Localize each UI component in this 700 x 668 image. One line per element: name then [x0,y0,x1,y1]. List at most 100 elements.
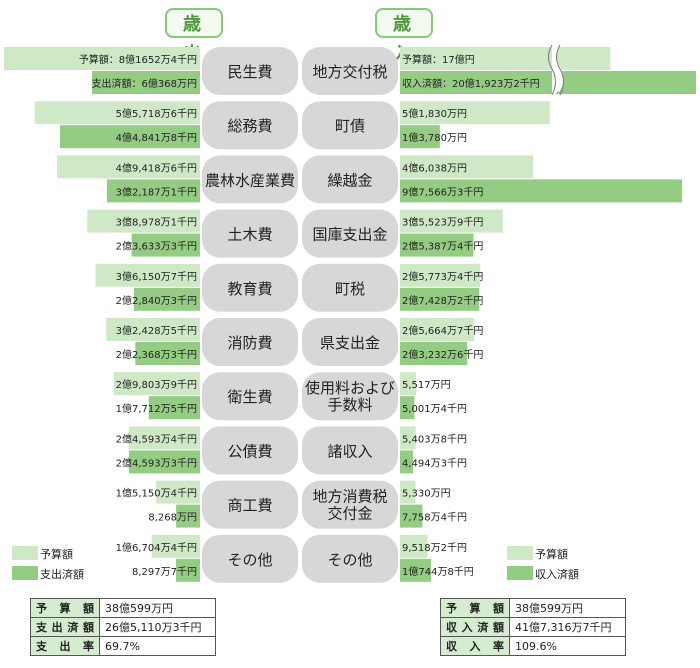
expenditure-actual-label: 2億2,368万3千円 [116,348,197,361]
revenue-budget-bar [400,209,503,233]
expenditure-actual-label: 3億2,187万1千円 [116,185,197,198]
revenue-category-pill [302,263,398,312]
revenue-budget-label: 5,403万8千円 [402,433,467,445]
expenditure-budget-bar [87,209,200,233]
expenditure-budget-label: 4億9,418万6千円 [116,161,197,174]
revenue-category-label: 県支出金 [320,334,380,352]
revenue-category-pill [302,534,398,583]
expenditure-category-pill [202,534,298,583]
revenue-category-label: 地方交付税 [312,63,387,81]
summary-value: 38億599万円 [509,598,626,618]
revenue-category-label-line: 手数料 [327,396,372,414]
revenue-budget-bar [400,318,475,341]
revenue-budget-label: 9,518万2千円 [402,542,467,554]
revenue-actual-bar [400,71,696,94]
revenue-actual-bar [400,396,415,420]
expenditure-category-pill [202,209,298,258]
expenditure-actual-label: 4億4,841万8千円 [116,131,197,144]
revenue-category-label: 町税 [335,280,365,298]
expenditure-actual-bar [60,125,200,149]
summary-value: 38億599万円 [99,598,216,618]
expenditure-budget-bar [128,426,200,450]
expenditure-budget-bar [151,534,200,558]
expenditure-actual-label: 2億2,840万3千円 [116,294,197,307]
summary-value: 109.6% [509,636,626,656]
revenue-category-label: 諸収入 [327,442,372,460]
expenditure-actual-bar [176,504,200,528]
revenue-category-label: 使用料および手数料 [305,379,395,414]
revenue-budget-label: 2億5,664万7千円 [402,324,483,337]
expenditure-category-label: 商工費 [227,497,272,515]
expenditure-actual-bar [135,342,200,365]
expenditure-budget-label: 5億5,718万6千円 [116,107,197,120]
summary-label: 予算額 [440,598,510,618]
revenue-actual-bar [400,558,432,582]
expenditure-budget-bar [106,318,200,341]
revenue-actual-bar [400,504,423,528]
table-row: 予算額 38億599万円 [440,598,626,618]
revenue-category-pill [302,209,398,258]
revenue-budget-bar [400,263,481,287]
revenue-budget-bar [400,372,416,396]
revenue-budget-label: 5,517万円 [402,380,451,391]
revenue-budget-bar [400,480,416,504]
legend-left-actual-swatch [12,566,38,580]
expenditure-actual-bar [148,396,200,420]
expenditure-category-label: 土木費 [227,226,272,244]
revenue-actual-label: 9億7,566万3千円 [402,185,483,198]
revenue-actual-label: 2億3,232万6千円 [402,348,483,361]
expenditure-category-pill [202,318,298,366]
expenditure-actual-bar [131,233,200,257]
revenue-category-pill [302,155,398,204]
expenditure-budget-label: 2億9,803万9千円 [116,378,197,391]
revenue-category-label: 国庫支出金 [312,226,387,244]
expenditure-actual-label: 2億3,633万3千円 [116,240,197,253]
legend-right-budget-label: 予算額 [535,548,568,561]
expenditure-category-label: 教育費 [227,280,272,298]
revenue-category-label: 繰越金 [327,171,372,189]
revenue-actual-label: 5,001万4千円 [402,403,467,415]
revenue-budget-bar [400,534,428,558]
expenditure-budget-bar [113,372,200,396]
revenue-category-label: その他 [327,551,372,569]
revenue-category-label: 地方消費税交付金 [312,488,387,523]
expenditure-category-label: 農林水産業費 [205,171,295,189]
revenue-category-pill [302,480,398,529]
expenditure-category-pill [202,155,298,204]
revenue-category-pill [302,101,398,150]
revenue-category-label-line: 使用料および [305,379,395,397]
expenditure-category-label: 総務費 [227,117,272,135]
expenditure-budget-label: 3億6,150万7千円 [116,270,197,283]
table-row: 支出済額 26億5,110万3千円 [30,617,216,637]
expenditure-actual-bar [106,179,200,203]
axis-break-line [548,44,556,96]
legend-right-actual-swatch [507,566,533,580]
summary-value: 26億5,110万3千円 [99,617,216,637]
revenue-category-pill [302,372,398,421]
expenditure-category-pill [202,263,298,312]
expenditure-actual-label: 8,268万円 [148,513,197,524]
summary-label: 収入率 [440,636,510,656]
revenue-actual-bar [400,450,413,474]
revenue-budget-label: 5,330万円 [402,489,451,500]
revenue-actual-bar [400,233,474,257]
revenue-budget-bar [400,101,550,125]
revenue-category-pill [302,318,398,366]
expenditure-budget-bar [34,101,200,125]
expenditure-category-label: 民生費 [227,63,272,81]
expenditure-budget-label: 2億4,593万4千円 [116,432,197,445]
legend-left-budget-label: 予算額 [40,548,73,561]
expenditure-budget-label: 3億2,428万5千円 [116,324,197,337]
expenditure-budget-label: 3億8,978万1千円 [116,216,197,229]
expenditure-category-label: その他 [227,551,272,569]
summary-label: 収入済額 [440,617,510,637]
summary-value: 69.7% [99,636,216,656]
expenditure-actual-label: 2億4,593万3千円 [116,456,197,469]
expenditure-actual-bar [128,450,200,474]
legend-right-actual-label: 収入済額 [535,568,579,581]
expenditure-category-pill [202,47,298,95]
revenue-actual-bar [400,179,683,203]
legend-left-actual-label: 支出済額 [40,568,84,581]
summary-value: 41億7,316万7千円 [509,617,626,637]
